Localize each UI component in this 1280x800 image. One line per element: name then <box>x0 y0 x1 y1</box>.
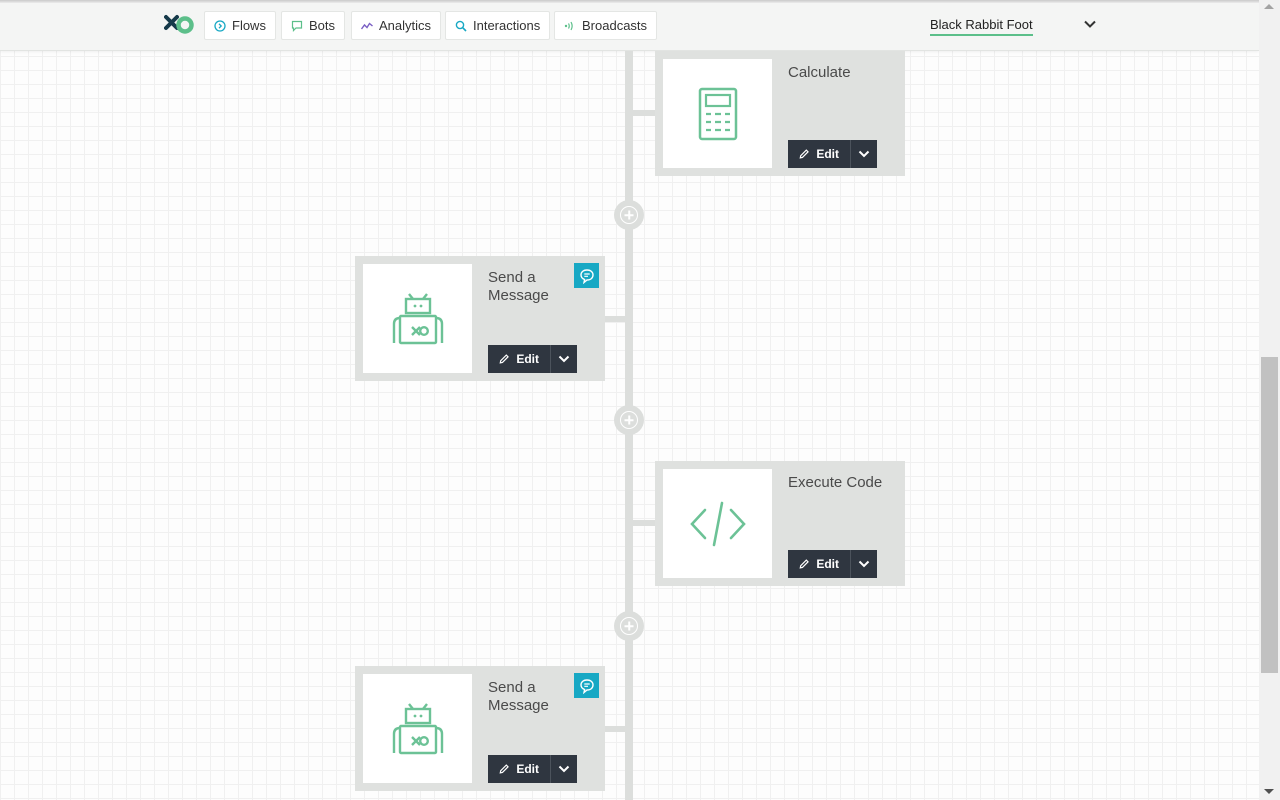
scroll-down-arrow-icon[interactable] <box>1264 789 1274 794</box>
edit-button[interactable]: Edit <box>788 140 850 168</box>
pencil-icon <box>499 764 509 774</box>
xo-logo[interactable] <box>164 14 196 36</box>
step-card-send-message[interactable]: Send a Message Edit <box>355 666 605 791</box>
nav-analytics-label: Analytics <box>379 18 432 33</box>
scrollbar-thumb[interactable] <box>1261 357 1278 673</box>
step-actions: Edit <box>488 755 577 783</box>
edit-button[interactable]: Edit <box>788 550 850 578</box>
plus-icon <box>620 617 638 635</box>
account-name[interactable]: Black Rabbit Foot <box>930 17 1033 36</box>
chevron-down-icon <box>858 150 870 158</box>
step-title: Send a Message <box>488 269 549 304</box>
edit-label: Edit <box>516 762 539 776</box>
chat-badge-icon <box>574 673 599 698</box>
broadcast-icon <box>564 21 573 30</box>
pencil-icon <box>799 149 809 159</box>
edit-button[interactable]: Edit <box>488 755 550 783</box>
code-icon <box>689 501 746 546</box>
scroll-up-arrow-icon[interactable] <box>1264 4 1274 9</box>
step-actions: Edit <box>788 140 877 168</box>
chevron-down-icon <box>858 560 870 568</box>
step-card-execute-code[interactable]: Execute Code Edit <box>655 461 905 586</box>
add-step-button[interactable] <box>614 200 644 230</box>
nav-flows-button[interactable]: Flows <box>204 11 276 40</box>
chevron-down-icon[interactable] <box>1082 16 1098 32</box>
step-icon-box <box>363 674 472 783</box>
nav-flows-label: Flows <box>232 18 266 33</box>
plus-icon <box>620 206 638 224</box>
chevron-down-icon <box>558 765 570 773</box>
nav-bots-button[interactable]: Bots <box>281 11 346 40</box>
nav-interactions-button[interactable]: Interactions <box>445 11 551 40</box>
step-menu-toggle[interactable] <box>850 550 877 578</box>
nav-analytics-button[interactable]: Analytics <box>351 11 442 40</box>
step-menu-toggle[interactable] <box>850 140 877 168</box>
nav-interactions-label: Interactions <box>473 18 541 33</box>
step-actions: Edit <box>488 345 577 373</box>
edit-label: Edit <box>816 147 839 161</box>
step-title: Send a Message <box>488 679 549 714</box>
robot-icon <box>392 702 443 754</box>
flows-icon <box>214 19 226 32</box>
add-step-button[interactable] <box>614 405 644 435</box>
step-card-send-message[interactable]: Send a Message Edit <box>355 256 605 381</box>
edit-label: Edit <box>816 557 839 571</box>
step-actions: Edit <box>788 550 877 578</box>
chat-badge-icon <box>574 263 599 288</box>
step-menu-toggle[interactable] <box>550 345 577 373</box>
step-menu-toggle[interactable] <box>550 755 577 783</box>
edit-label: Edit <box>516 352 539 366</box>
chevron-down-icon <box>558 355 570 363</box>
vertical-scrollbar[interactable] <box>1259 0 1280 800</box>
chat-bubble-icon <box>291 20 303 32</box>
flow-connector <box>605 726 625 732</box>
robot-icon <box>392 292 443 344</box>
pencil-icon <box>799 559 809 569</box>
edit-button[interactable]: Edit <box>488 345 550 373</box>
calculator-icon <box>698 87 737 140</box>
step-title: Calculate <box>788 64 851 81</box>
step-card-calculate[interactable]: Calculate Edit <box>655 51 905 176</box>
add-step-button[interactable] <box>614 611 644 641</box>
top-nav-bar: Flows Bots Analytics Interactions Broadc… <box>0 0 1259 51</box>
search-icon <box>455 20 467 32</box>
step-icon-box <box>363 264 472 373</box>
flow-connector <box>605 316 625 322</box>
flow-connector <box>633 110 655 116</box>
step-icon-box <box>663 59 772 168</box>
plus-icon <box>620 411 638 429</box>
nav-broadcasts-label: Broadcasts <box>582 18 648 33</box>
nav-bots-label: Bots <box>309 18 336 33</box>
step-icon-box <box>663 469 772 578</box>
flow-connector <box>633 520 655 526</box>
nav-broadcasts-button[interactable]: Broadcasts <box>554 11 658 40</box>
pencil-icon <box>499 354 509 364</box>
step-title: Execute Code <box>788 474 883 491</box>
analytics-icon <box>361 21 373 29</box>
